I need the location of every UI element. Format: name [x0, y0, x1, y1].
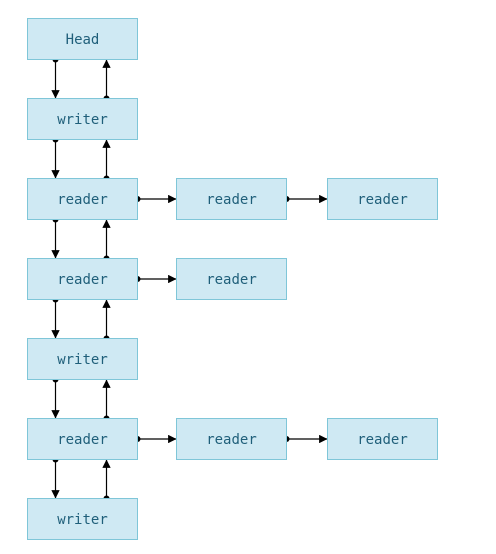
node-label: reader	[57, 192, 108, 208]
node-box	[27, 418, 138, 460]
node-label: reader	[357, 192, 408, 208]
edge-up-arrow	[102, 139, 111, 182]
node-label: writer	[57, 352, 108, 368]
edge-up-arrow	[102, 459, 111, 502]
node-reader: reader	[327, 418, 438, 460]
node-box	[27, 338, 138, 380]
node-reader: reader	[27, 258, 138, 300]
node-box	[27, 98, 138, 140]
node-label: writer	[57, 112, 108, 128]
node-label: reader	[206, 432, 257, 448]
node-box	[176, 178, 287, 220]
node-label: reader	[206, 192, 257, 208]
edge-down-arrow	[51, 296, 60, 339]
edge-down-arrow	[51, 136, 60, 179]
edge-up-arrow	[102, 59, 111, 102]
edge-up-arrow	[102, 299, 111, 342]
node-box	[27, 498, 138, 540]
node-writer: writer	[27, 498, 138, 540]
node-reader: reader	[176, 178, 287, 220]
nodes-layer: Head writer reader reader reader reader reader…	[27, 18, 438, 540]
node-box	[327, 418, 438, 460]
node-writer: writer	[27, 338, 138, 380]
node-label: reader	[57, 432, 108, 448]
node-box	[327, 178, 438, 220]
node-box	[27, 258, 138, 300]
node-box	[176, 258, 287, 300]
node-box	[27, 178, 138, 220]
edge-down-arrow	[51, 456, 60, 499]
node-writer: writer	[27, 98, 138, 140]
node-label: reader	[57, 272, 108, 288]
edge-right-arrow	[283, 194, 328, 204]
node-reader: reader	[27, 418, 138, 460]
edge-right-arrow	[134, 194, 177, 204]
node-reader: reader	[176, 418, 287, 460]
node-label: reader	[357, 432, 408, 448]
edge-right-arrow	[134, 434, 177, 444]
edge-up-arrow	[102, 379, 111, 422]
node-box	[27, 18, 138, 60]
node-reader: reader	[327, 178, 438, 220]
node-head: Head	[27, 18, 138, 60]
node-label: Head	[66, 32, 100, 48]
node-label: reader	[206, 272, 257, 288]
edge-down-arrow	[51, 216, 60, 259]
node-label: writer	[57, 512, 108, 528]
node-reader: reader	[27, 178, 138, 220]
edge-up-arrow	[102, 219, 111, 262]
edge-right-arrow	[283, 434, 328, 444]
edge-down-arrow	[51, 56, 60, 99]
edge-right-arrow	[134, 274, 177, 284]
node-box	[176, 418, 287, 460]
node-reader: reader	[176, 258, 287, 300]
edge-down-arrow	[51, 376, 60, 419]
